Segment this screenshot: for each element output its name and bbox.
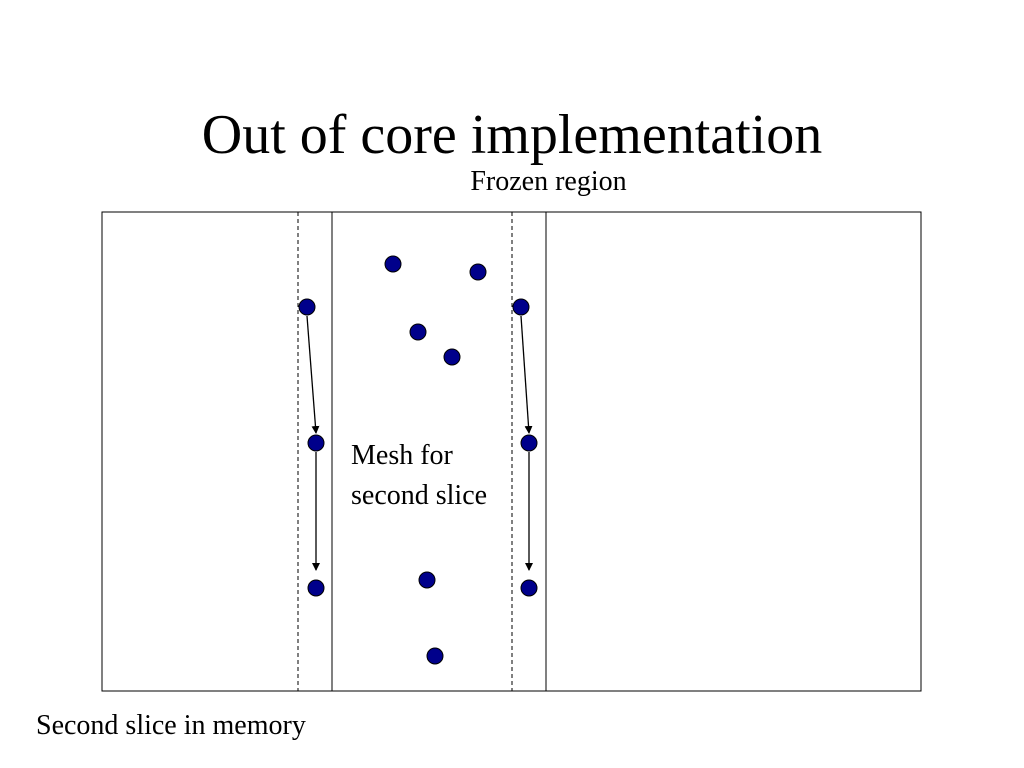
- mesh-point: [520, 434, 538, 452]
- mesh-label-line-2: second slice: [351, 480, 488, 511]
- mesh-point: [469, 263, 487, 281]
- mesh-point: [443, 348, 461, 366]
- mesh-point: [426, 647, 444, 665]
- arrow: [306, 315, 320, 434]
- mesh-label: Mesh for second slice: [351, 436, 487, 516]
- frozen-region-label: Frozen region: [470, 166, 627, 197]
- mesh-point: [298, 298, 316, 316]
- mesh-point: [418, 571, 436, 589]
- mesh-points: [298, 255, 538, 665]
- mesh-point: [307, 434, 325, 452]
- arrow: [520, 315, 533, 434]
- mesh-point: [307, 579, 325, 597]
- mesh-point: [384, 255, 402, 273]
- mesh-point: [512, 298, 530, 316]
- mesh-point: [520, 579, 538, 597]
- slide-title: Out of core implementation: [201, 104, 823, 166]
- mesh-point: [409, 323, 427, 341]
- mesh-label-line-1: Mesh for: [351, 440, 453, 471]
- memory-label: Second slice in memory: [36, 710, 306, 741]
